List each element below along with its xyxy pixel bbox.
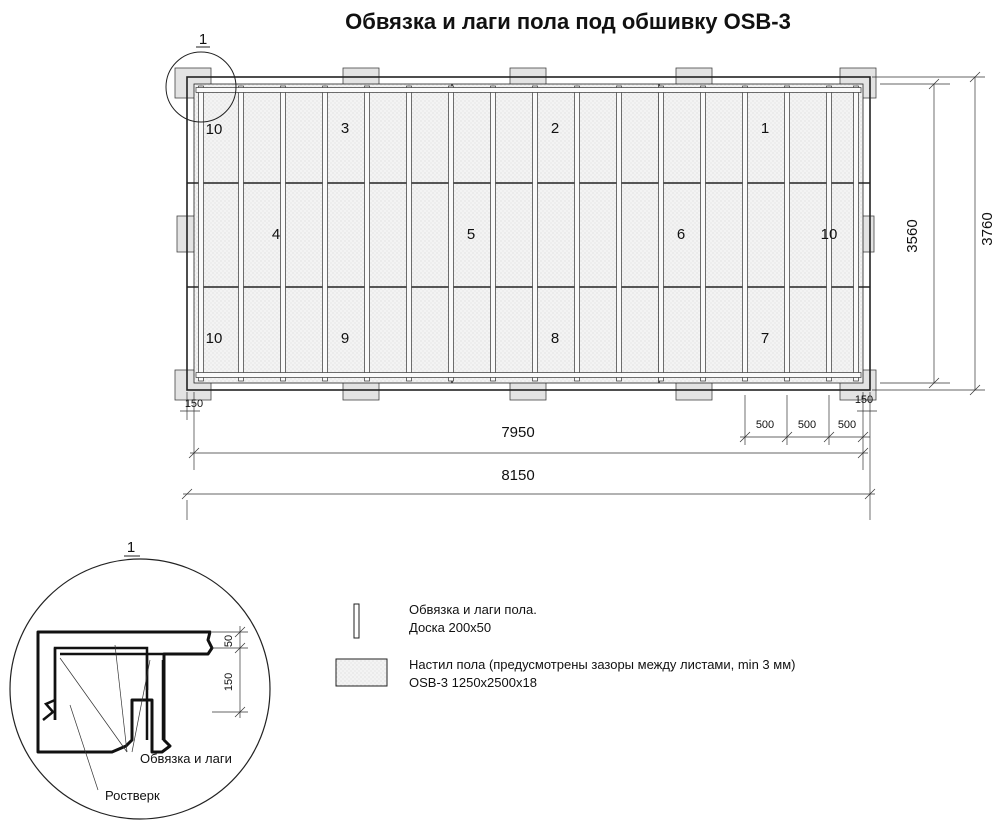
legend-board-line2: Доска 200х50 (409, 620, 491, 635)
detail-foundation-label: Ростверк (105, 788, 160, 803)
dimension-label: 3560 (904, 219, 921, 252)
osb-sheet-area (194, 84, 863, 383)
board-legend-symbol (353, 603, 360, 639)
detail-dim-side: 150 (223, 673, 235, 691)
dimension-label: 500 (798, 419, 816, 431)
osb-legend-symbol (335, 658, 388, 687)
joist (574, 85, 580, 382)
outer-frame (186, 76, 871, 391)
joist (658, 85, 664, 382)
joist (490, 85, 496, 382)
panel-number: 7 (761, 330, 769, 347)
legend: Обвязка и лаги пола. Доска 200х50 Настил… (335, 602, 795, 690)
joist (238, 85, 244, 382)
joist (448, 85, 454, 382)
foundation-pad (174, 67, 212, 99)
dimension-label: 8150 (501, 467, 534, 484)
rim-beam (195, 87, 862, 93)
dimension-outer-height: 3760 (872, 71, 996, 396)
joist (700, 85, 706, 382)
panel-number: 3 (341, 120, 349, 137)
dimension-inner-width: 7950 (188, 424, 869, 459)
joist (784, 85, 790, 382)
joist (742, 85, 748, 382)
joist (616, 85, 622, 382)
rim-beam (195, 372, 862, 378)
panel-number: 8 (551, 330, 559, 347)
callout-label: 1 (199, 31, 207, 48)
dimension-offsets: 150 150 (180, 392, 877, 520)
legend-osb-line1: Настил пола (предусмотрены зазоры между … (409, 657, 795, 672)
panel-number: 10 (206, 330, 223, 347)
joist (322, 85, 328, 382)
dimension-label: 500 (838, 419, 856, 431)
panel-number: 10 (206, 121, 223, 138)
joist (364, 85, 370, 382)
panel-number: 6 (677, 226, 685, 243)
dimension-label: 150 (855, 394, 873, 406)
dimension-label: 500 (756, 419, 774, 431)
dimension-label: 3760 (979, 212, 996, 245)
dimension-inner-height: 3560 (880, 78, 950, 389)
dimension-outer-width: 8150 (181, 467, 876, 520)
panel-number: 1 (761, 120, 769, 137)
joist (406, 85, 412, 382)
panel-number: 2 (551, 120, 559, 137)
callout-circle (165, 51, 237, 123)
dimension-label: 7950 (501, 424, 534, 441)
joist (198, 85, 204, 382)
joist (280, 85, 286, 382)
dimension-label: 150 (185, 398, 203, 410)
osb-sheets (187, 84, 870, 383)
detail-circle (9, 558, 271, 820)
inner-frame (193, 83, 864, 384)
panel-number: 9 (341, 330, 349, 347)
legend-osb-line2: OSB-3 1250х2500х18 (409, 675, 537, 690)
detail-view: 1 50 150 Обвязка и лаги Ростверк (9, 539, 271, 820)
panel-number: 10 (821, 226, 838, 243)
detail-dim-top: 50 (223, 635, 235, 647)
page-title: Обвязка и лаги пола под обшивку OSB-3 (345, 9, 791, 34)
joist (853, 85, 859, 382)
panel-number: 5 (467, 226, 475, 243)
panel-number: 4 (272, 226, 280, 243)
joist (532, 85, 538, 382)
detail-beam-label: Обвязка и лаги (140, 751, 232, 766)
detail-outline (36, 630, 214, 754)
dimension-spacings: 500 500 500 (739, 395, 870, 445)
floor-joists (195, 85, 862, 382)
detail-label: 1 (127, 539, 135, 556)
legend-board-line1: Обвязка и лаги пола. (409, 602, 537, 617)
joist (826, 85, 832, 382)
